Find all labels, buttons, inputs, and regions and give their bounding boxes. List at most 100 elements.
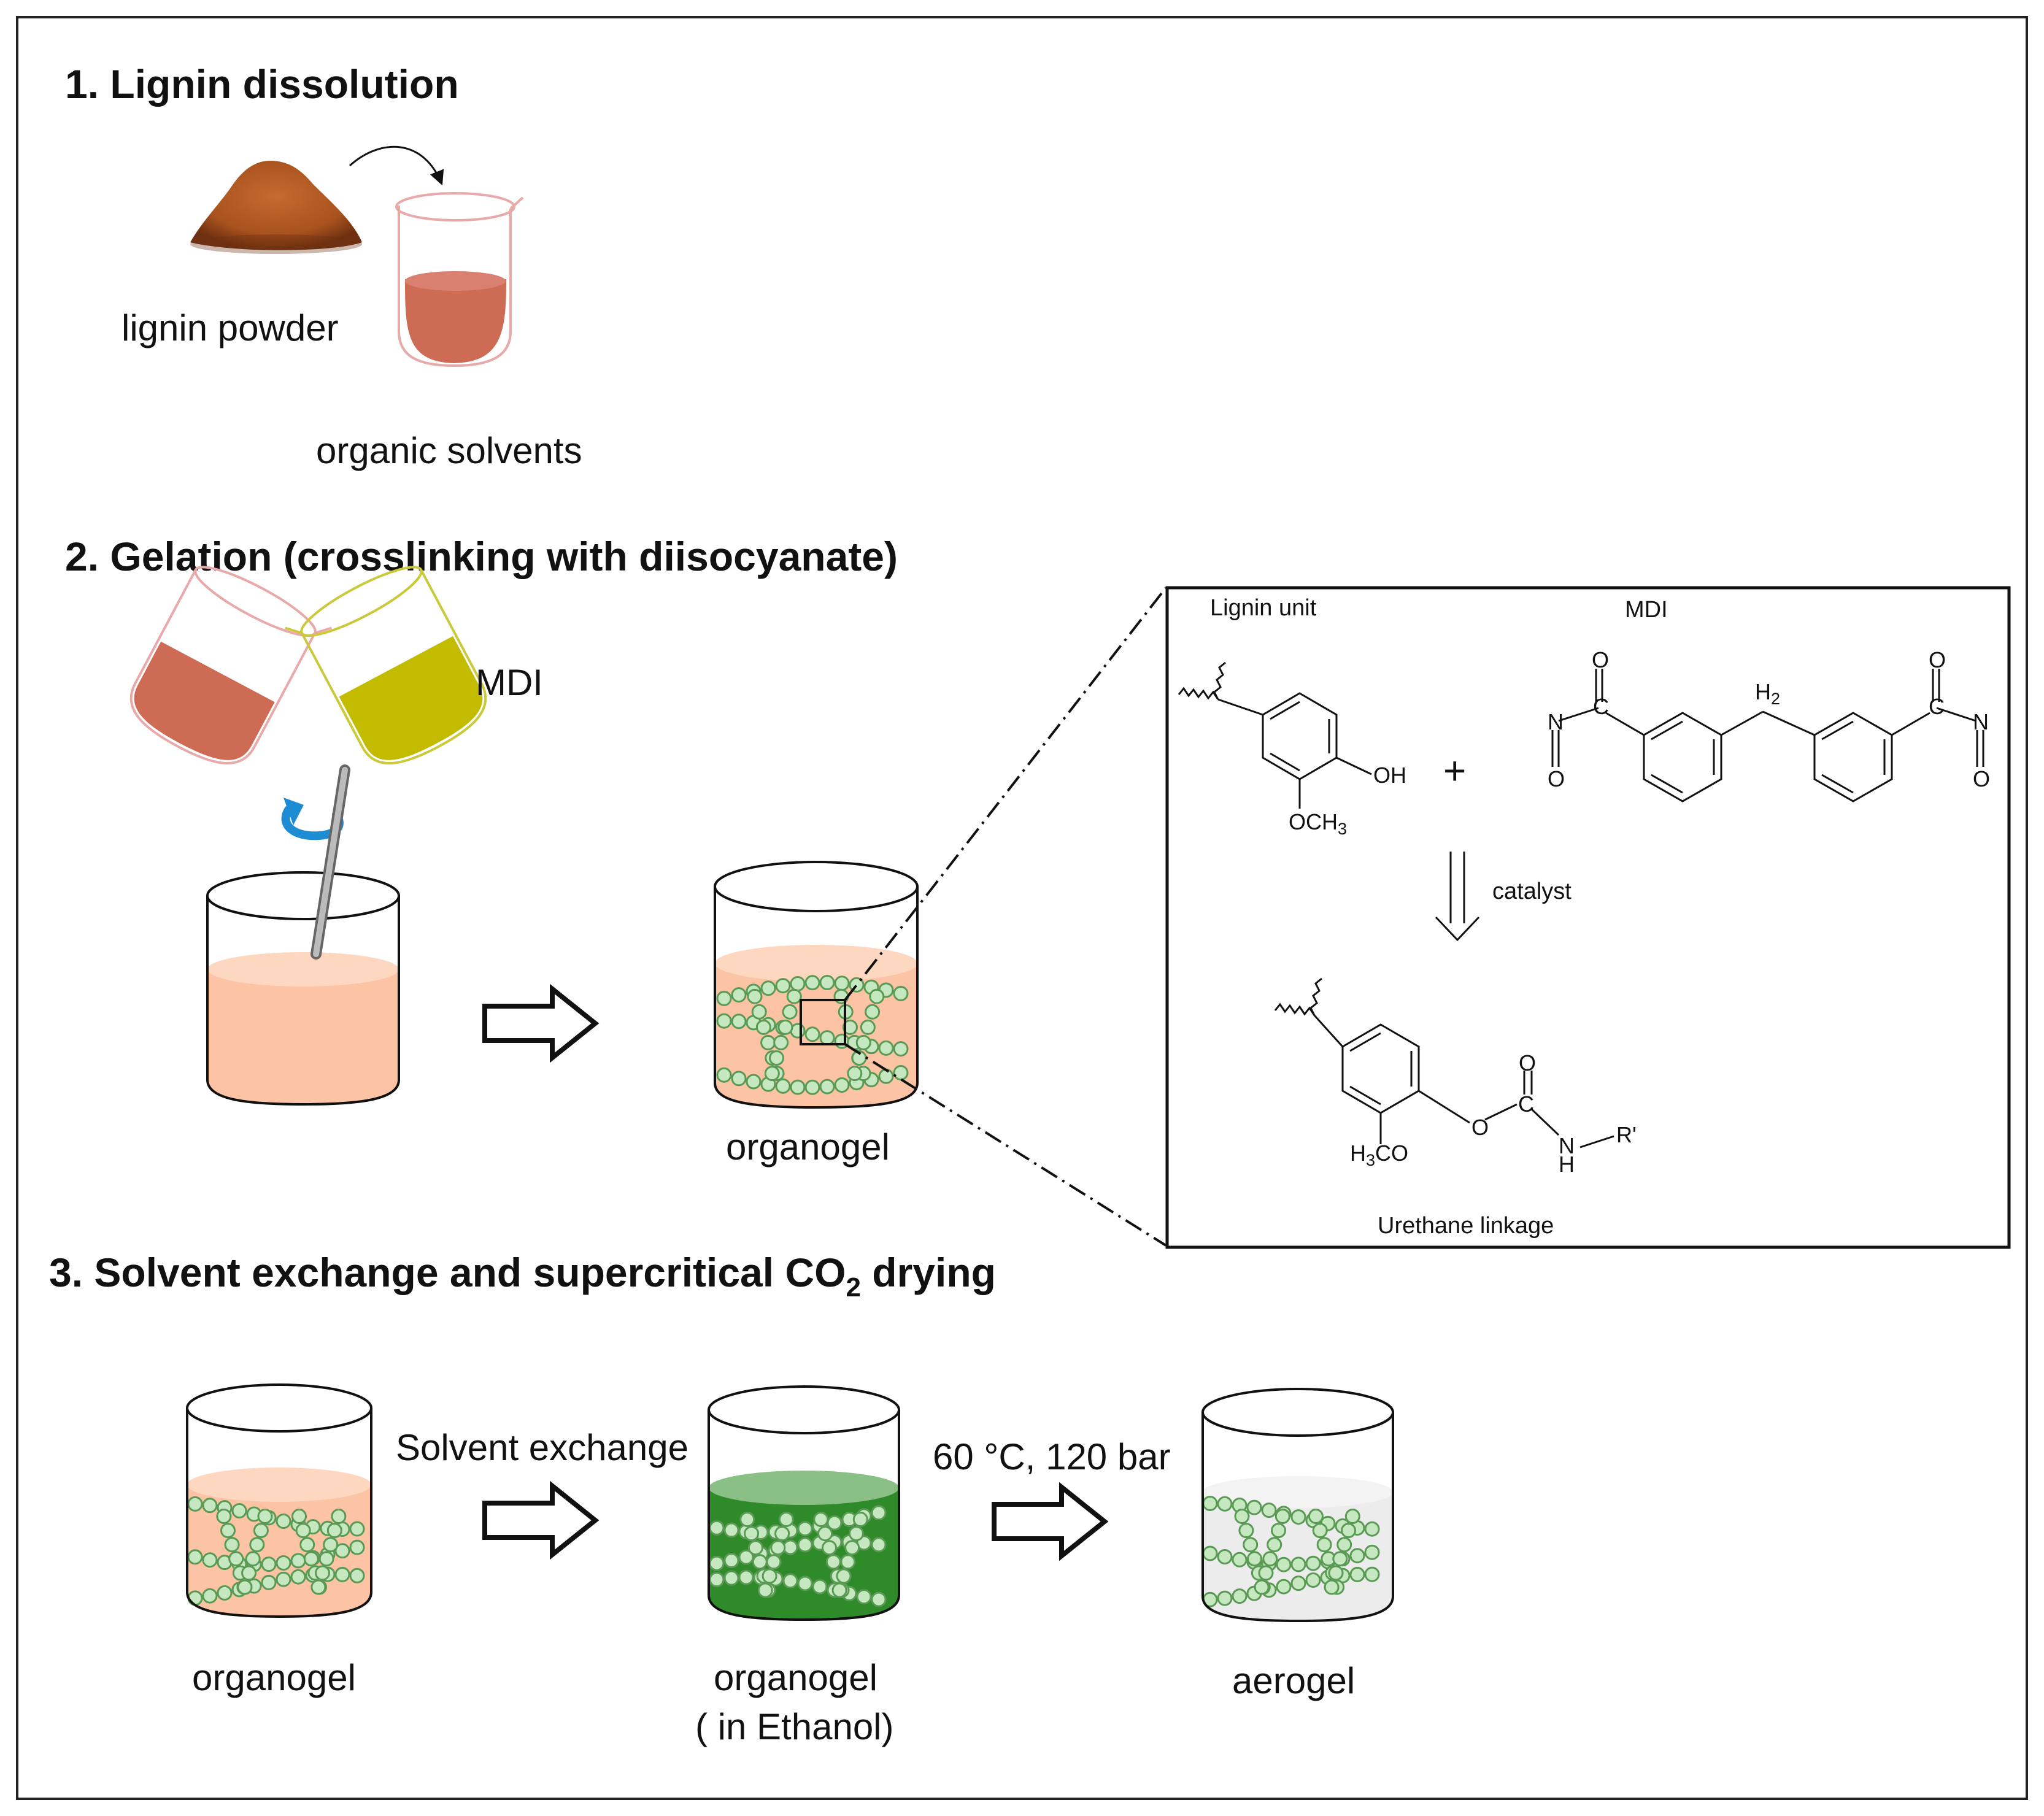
gel-bead	[723, 1522, 739, 1538]
gel-bead	[216, 1509, 232, 1524]
solvent-exchange-label: Solvent exchange	[396, 1427, 688, 1468]
gel-bead	[813, 1512, 829, 1527]
figure-frame	[16, 16, 2028, 1800]
gel-bead	[855, 1034, 871, 1050]
gel-bead	[1217, 1496, 1233, 1512]
gel-bead	[847, 1066, 863, 1082]
gel-bead	[1202, 1496, 1218, 1511]
gel-bead	[738, 1549, 754, 1565]
gel-bead	[893, 985, 909, 1001]
gel-bead	[310, 1579, 326, 1595]
gel-bead	[716, 990, 732, 1006]
gel-bead	[871, 1591, 887, 1607]
process-arrow-gelation	[482, 983, 600, 1063]
svg-text:C: C	[1518, 1091, 1534, 1117]
gel-bead	[220, 1523, 236, 1539]
gel-bead	[1336, 1537, 1352, 1553]
gel-bead	[349, 1539, 365, 1555]
gel-bead	[1271, 1523, 1286, 1539]
gel-bead	[825, 1554, 841, 1570]
zoom-line-bottom	[844, 1043, 1167, 1247]
gel-bead	[1267, 1537, 1282, 1553]
gel-bead	[1305, 1572, 1321, 1588]
gel-bead	[819, 1079, 835, 1095]
catalyst-arrow	[1435, 852, 1480, 942]
svg-text:N: N	[1559, 1133, 1575, 1158]
gel-bead	[731, 987, 747, 1003]
gel-bead	[757, 1582, 773, 1598]
gel-bead	[1341, 1523, 1356, 1539]
gel-bead	[769, 1050, 784, 1066]
gel-bead	[827, 1515, 843, 1531]
gel-bead	[1332, 1551, 1348, 1567]
gel-bead	[770, 1540, 786, 1556]
gel-bead	[231, 1503, 247, 1518]
gel-bead	[760, 980, 776, 996]
gel-bead	[261, 1556, 277, 1572]
tilted-mdi-beaker	[285, 566, 487, 764]
gel-bead	[804, 1026, 820, 1042]
organic-solvents-label: organic solvents	[316, 430, 582, 471]
gel-bead	[1217, 1590, 1233, 1606]
svg-text:OCH3: OCH3	[1289, 809, 1347, 838]
gel-network	[709, 1505, 887, 1607]
gel-bead	[731, 1071, 747, 1087]
gel-network	[1202, 1496, 1380, 1607]
gel-bead	[709, 1572, 725, 1588]
gel-bead	[299, 1537, 315, 1553]
gel-bead	[723, 1570, 739, 1586]
gel-bead	[1258, 1565, 1274, 1581]
gel-bead	[1234, 1509, 1250, 1524]
gel-bead	[766, 1554, 782, 1570]
gel-bead	[326, 1523, 342, 1539]
organogel-beaker-ethanol	[708, 1385, 900, 1622]
gel-bead	[856, 1589, 872, 1605]
aerogel-label: aerogel	[1232, 1660, 1355, 1701]
svg-text:O: O	[1973, 766, 1990, 791]
gel-bead	[844, 1540, 860, 1556]
gel-bead	[834, 975, 850, 991]
gel-bead	[295, 1523, 311, 1539]
svg-text:N: N	[1548, 709, 1564, 734]
gel-bead	[878, 1068, 894, 1084]
gel-bead	[1364, 1521, 1380, 1537]
svg-text:O: O	[1519, 1050, 1536, 1075]
gel-bead	[253, 1523, 269, 1539]
gel-bead	[1308, 1509, 1324, 1524]
gel-bead	[752, 1554, 768, 1570]
gel-bead	[1238, 1523, 1254, 1539]
gel-bead	[323, 1537, 339, 1553]
gel-bead	[782, 1004, 798, 1020]
gel-bead	[842, 1019, 858, 1035]
organogel-beaker-start	[186, 1383, 372, 1618]
gel-bead	[1261, 1502, 1277, 1518]
gel-bead	[1276, 1579, 1292, 1595]
gel-bead	[764, 1066, 780, 1082]
organogel-label-start: organogel	[192, 1657, 356, 1698]
gel-bead	[1349, 1548, 1365, 1564]
gel-bead	[849, 1526, 864, 1542]
solvent-liquid	[405, 279, 506, 363]
gel-bead	[1217, 1549, 1233, 1564]
gel-bead	[852, 1512, 868, 1527]
svg-text:C: C	[1593, 694, 1609, 719]
gel-bead	[1232, 1552, 1248, 1568]
gel-bead	[797, 1537, 813, 1553]
svg-text:N: N	[1973, 709, 1989, 734]
section-3-title: 3. Solvent exchange and supercritical CO…	[49, 1250, 996, 1302]
gel-bead	[202, 1588, 218, 1604]
gel-bead	[276, 1571, 291, 1587]
svg-text:OH: OH	[1373, 763, 1406, 788]
svg-text:O: O	[1592, 647, 1609, 672]
gel-bead	[1364, 1566, 1380, 1582]
mixing-beaker	[206, 764, 400, 1106]
gel-bead	[224, 1537, 240, 1553]
gel-bead	[790, 1023, 806, 1039]
svg-text:H3CO: H3CO	[1350, 1141, 1408, 1169]
gel-bead	[291, 1509, 307, 1524]
gel-bead	[817, 1526, 833, 1542]
svg-text:O: O	[1929, 647, 1946, 672]
tilted-lignin-beaker	[129, 566, 332, 764]
svg-text:R': R'	[1616, 1122, 1637, 1147]
